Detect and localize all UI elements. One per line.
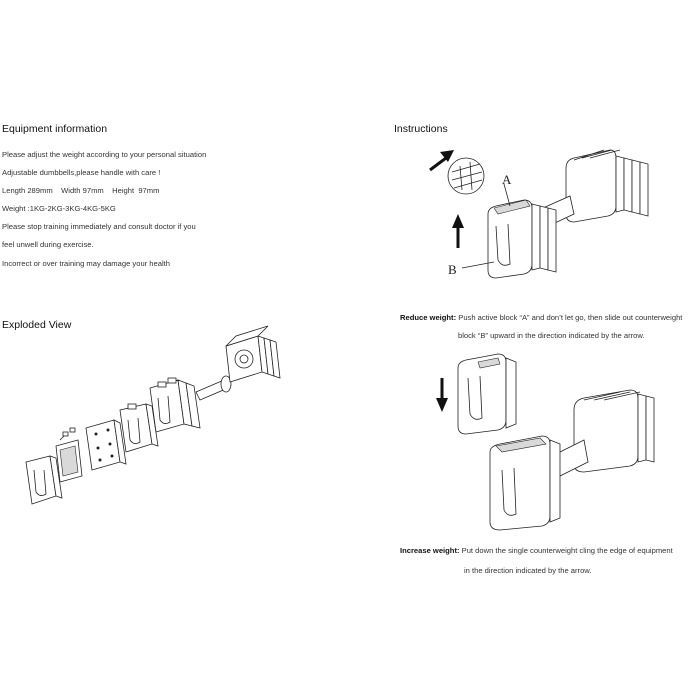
instructions-title: Instructions [394,123,448,135]
equipment-info-line: feel unwell during exercise. [2,240,94,249]
reduce-weight-text-1: Push active block “A” and don’t let go, … [458,313,683,322]
single-weight-part [119,403,159,453]
reduce-weight-caption: Reduce weight: Push active block “A” and… [400,313,682,322]
equipment-info-line: Length 289mm Width 97mm Height 97mm [2,186,160,195]
down-arrow-icon [436,378,448,412]
lifted-weight-block [457,353,517,435]
equipment-info-line: Please adjust the weight according to yo… [2,150,207,159]
equipment-info-line: Please stop training immediately and con… [2,222,196,231]
exploded-view-title: Exploded View [2,319,72,331]
label-a-leader [503,183,511,207]
increase-weight-text-1: Put down the single counterweight cling … [461,546,673,555]
near-weight-stack-bottom [489,435,561,531]
label-b-leader [461,261,495,269]
near-weight-stack [487,199,557,279]
screw-parts [59,427,76,441]
zoom-detail-circle [447,157,485,195]
increase-weight-text-2: in the direction indicated by the arrow. [464,566,592,575]
mechanism-plate-part [85,419,127,471]
increase-weight-caption: Increase weight: Put down the single cou… [400,546,673,555]
handle-block-part [149,377,201,433]
far-weight-stack [565,149,649,223]
reduce-weight-heading: Reduce weight: [400,313,457,322]
label-a: A [502,172,512,187]
end-block-part [225,325,281,383]
equipment-info-line: Adjustable dumbbells,please handle with … [2,168,161,177]
diagonal-arrow-icon [429,150,454,172]
increase-weight-heading: Increase weight: [400,546,460,555]
label-b: B [448,262,457,277]
end-plate-part [25,455,63,505]
reduce-weight-text-2: block “B” upward in the direction indica… [458,331,645,340]
equipment-info-line: Incorrect or over training may damage yo… [2,259,170,268]
handle-bar-part [195,375,232,401]
up-arrow-icon [452,214,464,248]
equipment-info-title: Equipment information [2,123,108,135]
far-weight-stack-bottom [573,389,655,473]
equipment-info-line: Weight :1KG-2KG-3KG-4KG-5KG [2,204,116,213]
square-plate-face [59,445,79,477]
